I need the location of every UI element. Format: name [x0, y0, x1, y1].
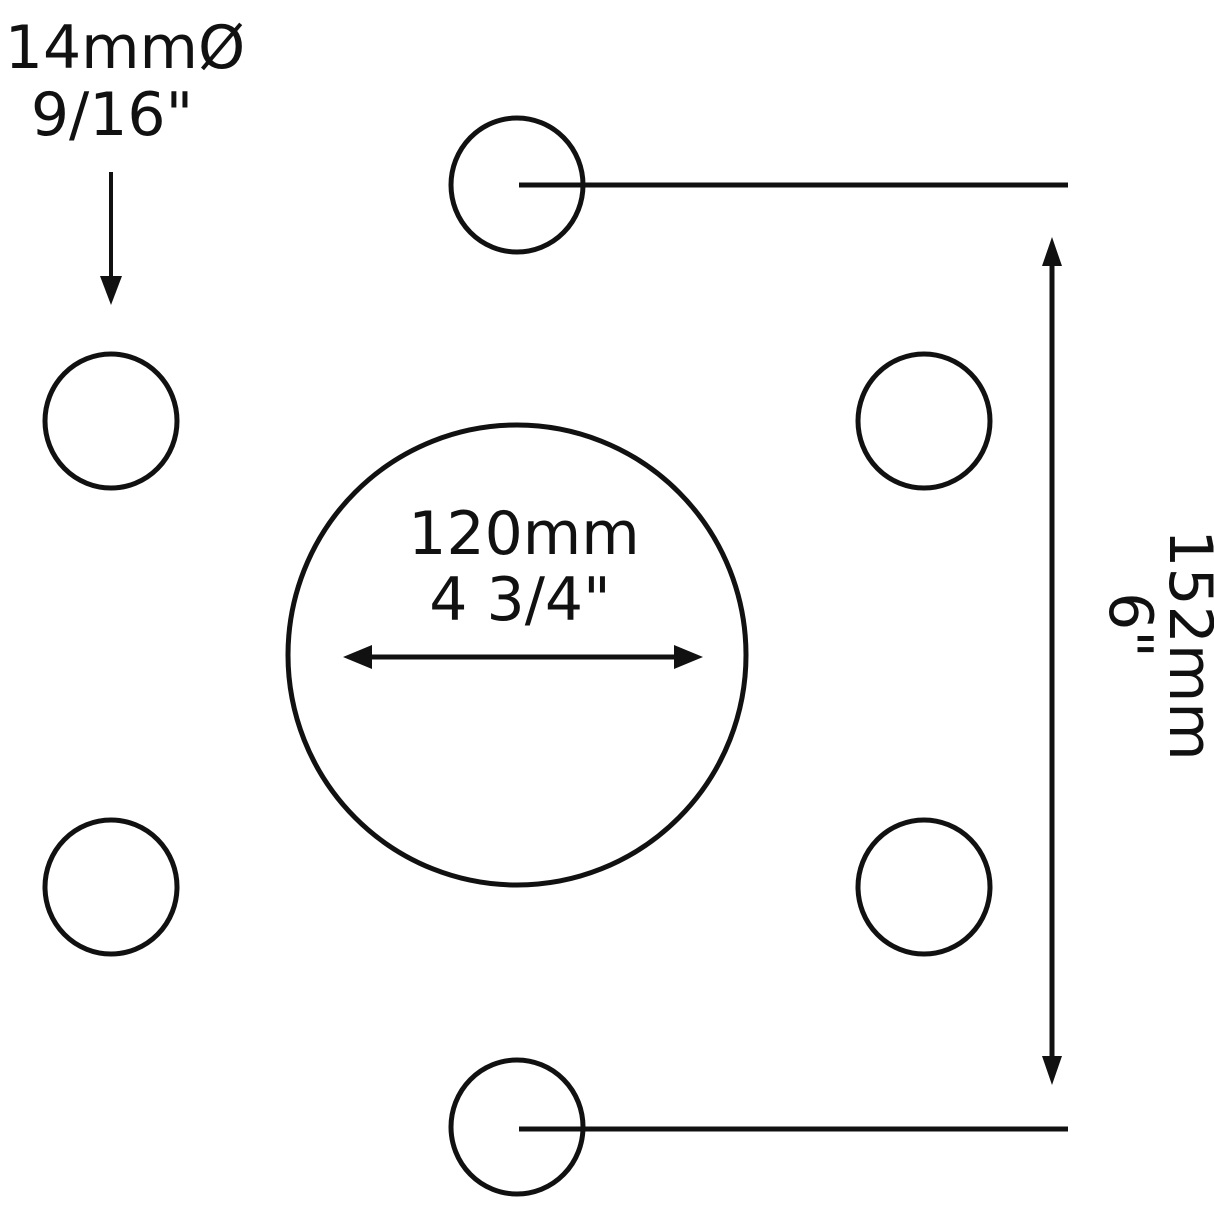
spacing-label-group: 152mm 6"	[1095, 529, 1214, 760]
bolt-holes	[42, 115, 993, 1197]
bolt-hole-lower-left	[42, 817, 180, 957]
bolt-hole-lower-right	[855, 817, 993, 957]
center-bore	[285, 422, 749, 888]
spacing-imperial: 6"	[1095, 592, 1165, 658]
center-bore-dimension-arrow	[343, 645, 703, 669]
bolt-hole-size-metric: 14mmØ	[5, 13, 245, 83]
center-bore-imperial: 4 3/4"	[429, 565, 610, 635]
center-bore-metric: 120mm	[408, 499, 639, 569]
bolt-hole-size-imperial: 9/16"	[31, 80, 193, 150]
spacing-dimension-arrow	[1042, 237, 1062, 1085]
bolt-hole-pointer-arrow	[100, 172, 122, 305]
spacing-metric: 152mm	[1155, 529, 1214, 760]
bolt-hole-upper-right	[855, 351, 993, 491]
bolt-hole-upper-left	[42, 351, 180, 491]
